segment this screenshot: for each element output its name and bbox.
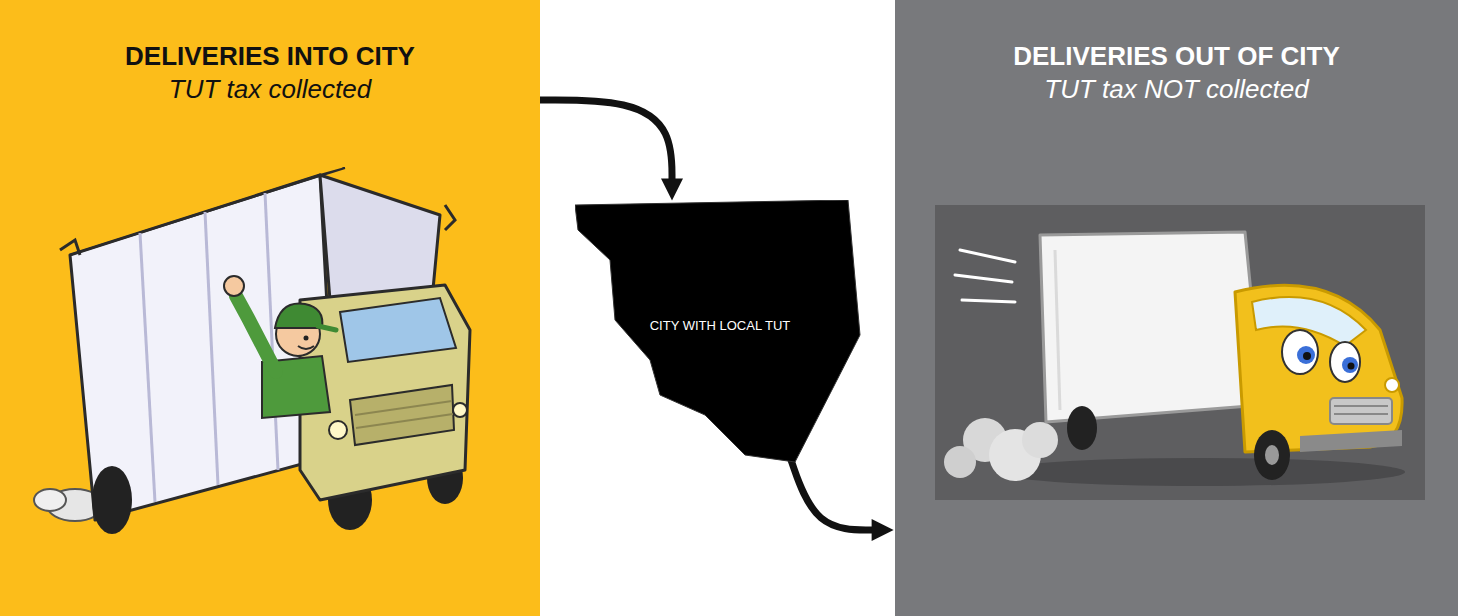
flow-arrow <box>540 100 672 183</box>
delivery-truck-out <box>935 205 1425 500</box>
delivery-truck-in <box>34 168 470 534</box>
text-group: DELIVERIES OUT OF CITYTUT tax NOT collec… <box>895 40 1458 105</box>
panel-heading: DELIVERIES INTO CITY <box>0 40 540 73</box>
region-shape <box>575 200 860 462</box>
panel-subheading: TUT tax collected <box>0 73 540 106</box>
grey-panel-ground <box>895 0 1458 616</box>
delivery-panel: DELIVERIES INTO CITYTUT tax collected <box>0 0 540 616</box>
text-group: CITY WITH LOCAL TUT <box>615 318 825 334</box>
panel-heading: DELIVERIES OUT OF CITY <box>895 40 1458 73</box>
flow-arrow <box>790 457 876 530</box>
text-group: DELIVERIES INTO CITYTUT tax collected <box>0 40 540 105</box>
yellow-panel-ground <box>0 0 540 616</box>
city-region: CITY WITH LOCAL TUT <box>575 200 865 465</box>
panel-subheading: TUT tax NOT collected <box>895 73 1458 106</box>
region-label: CITY WITH LOCAL TUT <box>615 318 825 334</box>
delivery-panel: DELIVERIES OUT OF CITYTUT tax NOT collec… <box>895 0 1458 616</box>
